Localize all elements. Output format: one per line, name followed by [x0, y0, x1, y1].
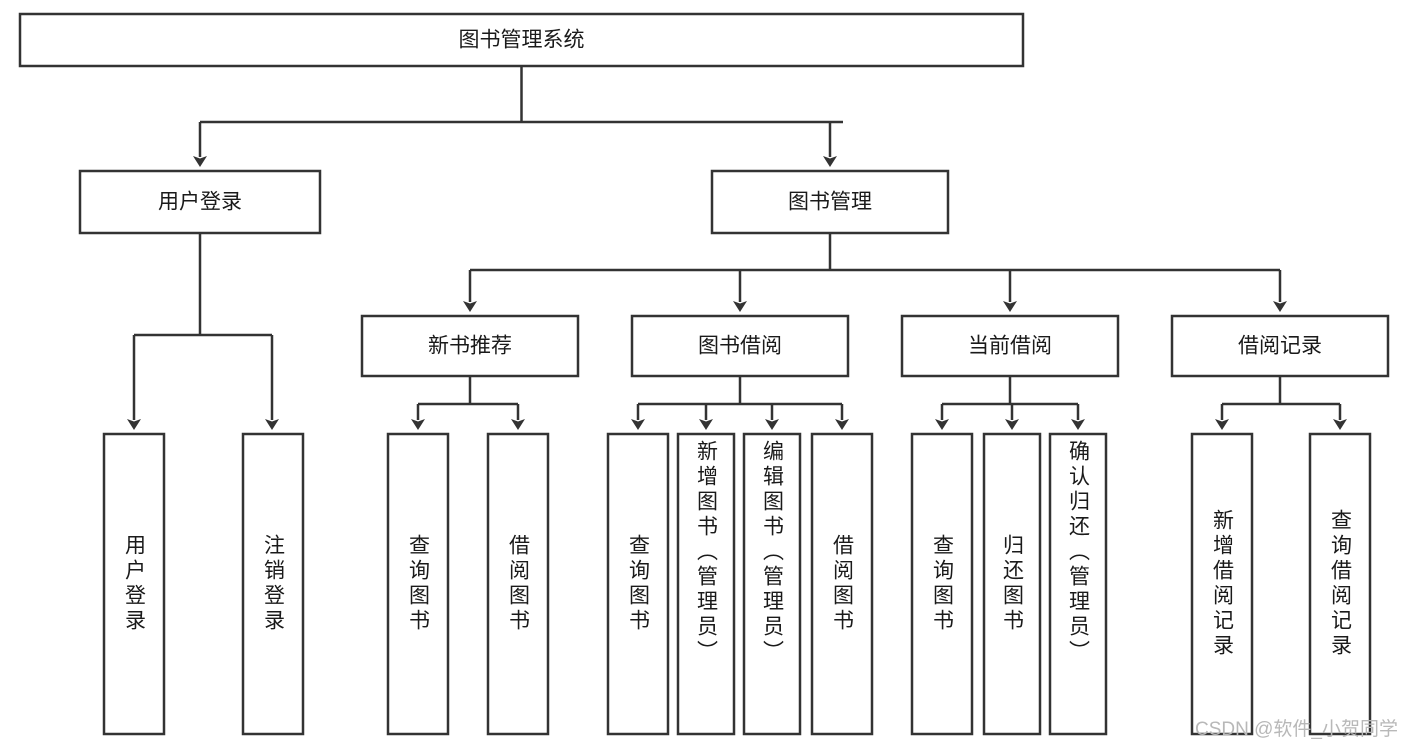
node-leaf-add-record[interactable]: 新增借阅记录 [1190, 432, 1254, 736]
connectors-borrowrecord-to-leaves [1215, 376, 1347, 430]
node-leaf-logout-box[interactable] [241, 432, 305, 736]
node-leaf-query-book-cb[interactable]: 查询图书 [910, 432, 974, 736]
csdn-watermark: CSDN @软件_小贺同学 [1195, 718, 1398, 740]
node-leaf-query-book-cb-label: 查询图书 [930, 534, 954, 634]
node-user-login-label: 用户登录 [158, 191, 242, 214]
node-leaf-query-book-br-label: 查询图书 [626, 534, 650, 634]
node-leaf-edit-book[interactable]: 编辑图书（管理员） [742, 432, 802, 736]
node-borrow-record[interactable]: 借阅记录 [1170, 314, 1390, 378]
node-leaf-borrow-book-rec-box[interactable] [486, 432, 550, 736]
node-book-manage[interactable]: 图书管理 [710, 169, 950, 235]
node-leaf-query-record-label: 查询借阅记录 [1328, 509, 1352, 659]
node-borrow-record-label: 借阅记录 [1238, 335, 1322, 358]
connectors-root-to-l1 [193, 66, 843, 167]
connectors-bookborrow-to-leaves [631, 376, 849, 430]
node-leaf-add-book[interactable]: 新增图书（管理员） [676, 432, 736, 736]
node-book-manage-label: 图书管理 [788, 191, 872, 214]
node-root-box[interactable] [18, 12, 1025, 68]
node-leaf-confirm-return-box[interactable] [1048, 432, 1108, 736]
node-leaf-user-login[interactable]: 用户登录 [102, 432, 166, 736]
node-leaf-query-book-rec-box[interactable] [386, 432, 450, 736]
node-leaf-logout[interactable]: 注销登录 [241, 432, 305, 736]
node-leaf-query-record[interactable]: 查询借阅记录 [1308, 432, 1372, 736]
node-current-borrow[interactable]: 当前借阅 [900, 314, 1120, 378]
node-book-borrow-label: 图书借阅 [698, 335, 782, 358]
node-leaf-query-record-box[interactable] [1308, 432, 1372, 736]
node-leaf-add-record-box[interactable] [1190, 432, 1254, 736]
connectors-currentborrow-to-leaves [935, 376, 1085, 430]
node-leaf-edit-book-box[interactable] [742, 432, 802, 736]
node-leaf-return-book[interactable]: 归还图书 [982, 432, 1042, 736]
node-leaf-add-book-box[interactable] [676, 432, 736, 736]
node-leaf-borrow-book-rec[interactable]: 借阅图书 [486, 432, 550, 736]
connectors-userlogin-to-leaves [127, 233, 279, 430]
leaf-nodes-group: 用户登录 注销登录 查询图书 [102, 432, 1372, 736]
node-leaf-borrow-book-br-box[interactable] [810, 432, 874, 736]
node-leaf-return-book-label: 归还图书 [1000, 534, 1024, 634]
node-leaf-query-book-br-box[interactable] [606, 432, 670, 736]
node-leaf-add-book-label: 新增图书（管理员） [694, 440, 718, 665]
node-leaf-borrow-book-br[interactable]: 借阅图书 [810, 432, 874, 736]
node-leaf-borrow-book-rec-label: 借阅图书 [506, 534, 530, 634]
node-leaf-add-record-label: 新增借阅记录 [1210, 509, 1234, 659]
node-leaf-query-book-cb-box[interactable] [910, 432, 974, 736]
connectors-bookmanage-to-l2 [463, 233, 1287, 312]
node-leaf-edit-book-label: 编辑图书（管理员） [760, 440, 784, 665]
node-book-borrow[interactable]: 图书借阅 [630, 314, 850, 378]
node-book-manage-box[interactable] [710, 169, 950, 235]
node-root[interactable]: 图书管理系统 [18, 12, 1025, 68]
node-user-login[interactable]: 用户登录 [78, 169, 322, 235]
node-leaf-query-book-rec-label: 查询图书 [406, 534, 430, 634]
node-leaf-user-login-label: 用户登录 [122, 534, 146, 634]
node-root-label: 图书管理系统 [459, 29, 585, 52]
node-leaf-borrow-book-br-label: 借阅图书 [830, 534, 854, 634]
node-leaf-confirm-return-label: 确认归还（管理员） [1066, 440, 1090, 665]
connectors-newbook-to-leaves [411, 376, 525, 430]
node-leaf-user-login-box[interactable] [102, 432, 166, 736]
node-leaf-logout-label: 注销登录 [261, 534, 285, 634]
node-new-book-recommend-label: 新书推荐 [428, 335, 512, 358]
node-book-borrow-box[interactable] [630, 314, 850, 378]
node-user-login-box[interactable] [78, 169, 322, 235]
node-leaf-return-book-box[interactable] [982, 432, 1042, 736]
node-borrow-record-box[interactable] [1170, 314, 1390, 378]
node-leaf-confirm-return[interactable]: 确认归还（管理员） [1048, 432, 1108, 736]
node-new-book-recommend-box[interactable] [360, 314, 580, 378]
node-leaf-query-book-br[interactable]: 查询图书 [606, 432, 670, 736]
node-new-book-recommend[interactable]: 新书推荐 [360, 314, 580, 378]
node-current-borrow-label: 当前借阅 [968, 335, 1052, 358]
node-leaf-query-book-rec[interactable]: 查询图书 [386, 432, 450, 736]
node-current-borrow-box[interactable] [900, 314, 1120, 378]
